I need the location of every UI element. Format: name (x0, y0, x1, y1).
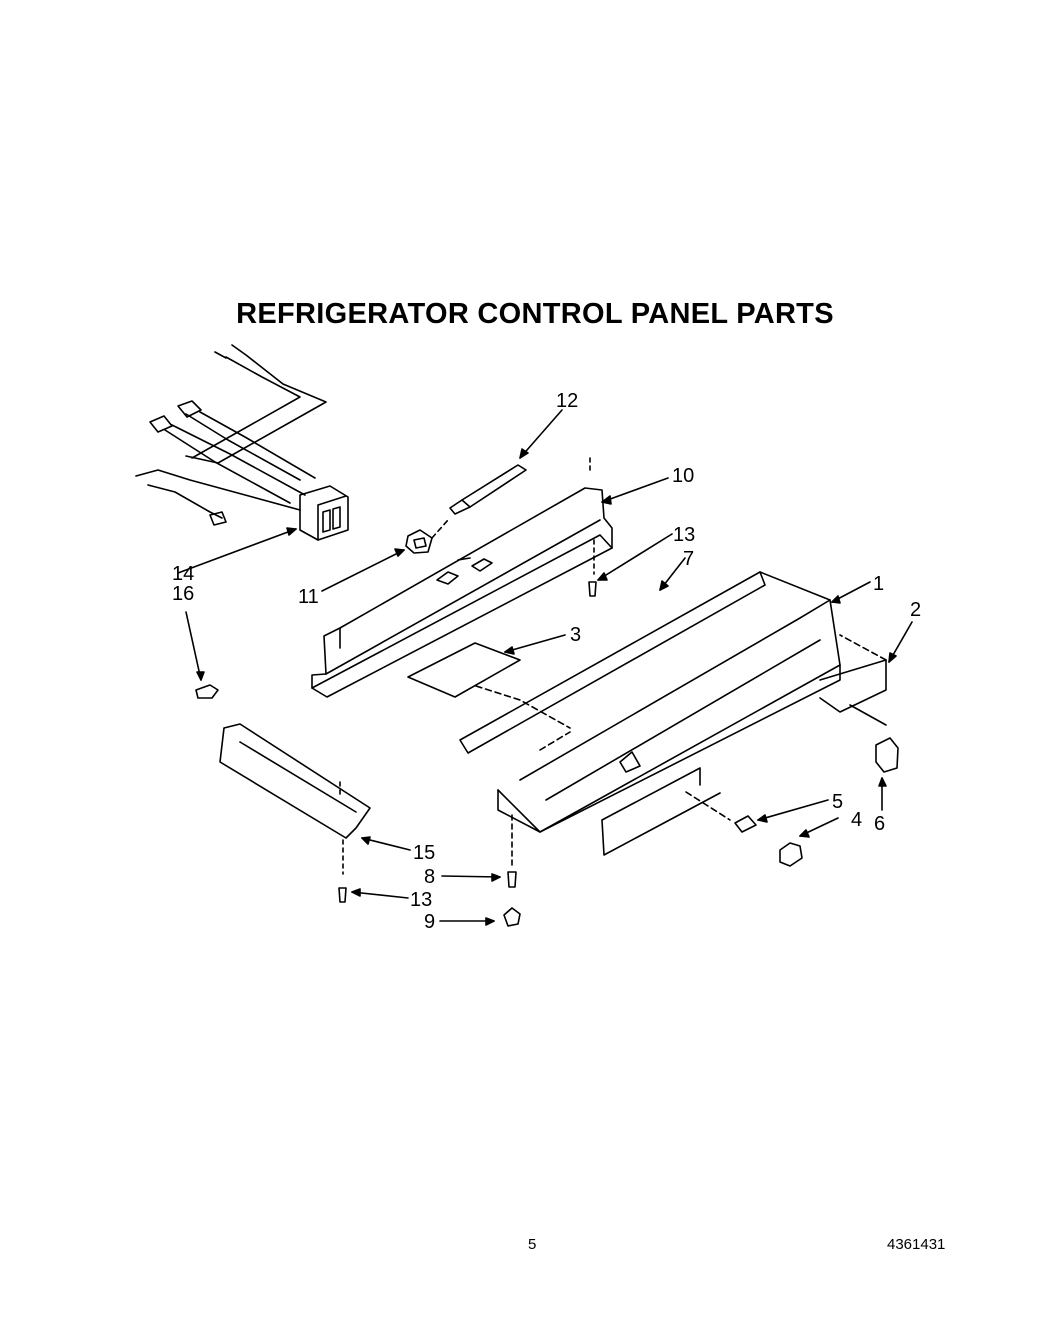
wire-harness (135, 344, 349, 541)
callout-13-upper: 13 (673, 524, 695, 546)
callout-9: 9 (424, 911, 435, 933)
circuit-board (407, 642, 571, 729)
callout-6: 6 (874, 813, 885, 835)
document-number: 4361431 (887, 1236, 946, 1253)
callout-15: 15 (413, 842, 435, 864)
knob-socket (405, 519, 449, 554)
callout-10: 10 (672, 465, 694, 487)
callout-4: 4 (851, 809, 862, 831)
control-housing (497, 571, 841, 833)
page-title: REFRIGERATOR CONTROL PANEL PARTS (236, 298, 834, 330)
small-parts (685, 737, 899, 867)
callout-7: 7 (683, 548, 694, 570)
callout-2: 2 (910, 599, 921, 621)
front-panel (601, 634, 887, 856)
nut-and-clip (195, 684, 521, 927)
sensor-probe (449, 464, 527, 515)
callout-13-lower: 13 (410, 889, 432, 911)
leader-lines (177, 409, 913, 926)
light-strip (459, 571, 766, 754)
callout-14: 14 (172, 563, 194, 585)
callout-11: 11 (298, 586, 319, 608)
page-number: 5 (528, 1236, 537, 1253)
callout-1: 1 (873, 573, 884, 595)
screws (338, 581, 597, 903)
callout-16: 16 (172, 583, 194, 605)
control-bracket (311, 457, 613, 698)
trim-bracket (219, 723, 371, 875)
callout-8: 8 (424, 866, 435, 888)
callout-5: 5 (832, 791, 843, 813)
callout-3: 3 (570, 624, 581, 646)
callout-12: 12 (556, 390, 578, 412)
